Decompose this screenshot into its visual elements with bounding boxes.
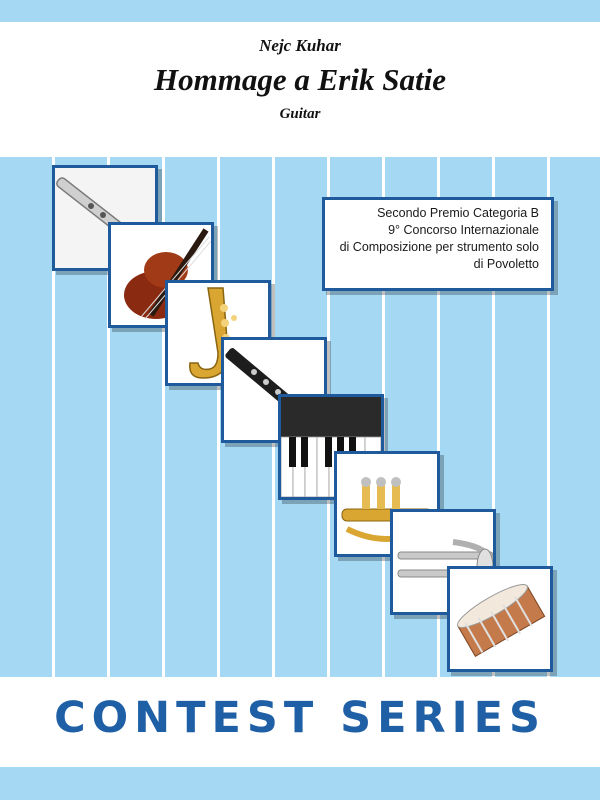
instrument-name: Guitar: [279, 106, 321, 122]
stripe-divider: [217, 157, 220, 677]
cover-header: Nejc Kuhar Hommage a Erik Satie Guitar: [0, 22, 600, 157]
series-title: CONTEST SERIES: [54, 693, 546, 743]
award-line: 9° Concorso Internazionale: [388, 223, 539, 237]
award-line: di Povoletto: [473, 257, 539, 271]
composer-name: Nejc Kuhar: [259, 36, 341, 55]
award-box: Secondo Premio Categoria B 9° Concorso I…: [322, 197, 554, 291]
stripe-divider: [547, 157, 550, 677]
stripe-divider: [162, 157, 165, 677]
stripe-divider: [52, 157, 55, 677]
snare-drum-card: [447, 566, 553, 672]
stripe-divider: [437, 157, 440, 677]
award-line: di Composizione per strumento solo: [339, 240, 539, 254]
top-color-strip: [0, 0, 600, 22]
stripe-divider: [107, 157, 110, 677]
bottom-color-strip: [0, 767, 600, 800]
stripe-divider: [492, 157, 495, 677]
series-banner: CONTEST SERIES: [0, 677, 600, 767]
snare-drum-icon: [450, 569, 550, 669]
piece-title: Hommage a Erik Satie: [154, 62, 446, 97]
award-line: Secondo Premio Categoria B: [377, 206, 539, 220]
